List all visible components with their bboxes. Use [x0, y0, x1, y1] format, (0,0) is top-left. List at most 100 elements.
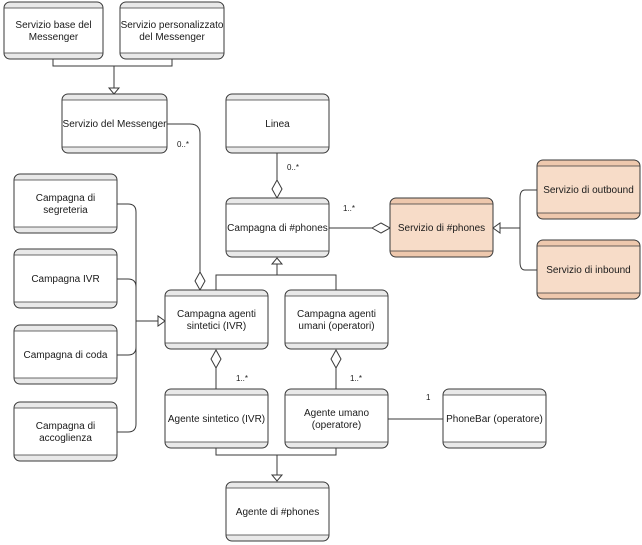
- edge-inbound-to-servizio-phones: [519, 228, 537, 271]
- node-label-line: Servizio di outbound: [543, 185, 634, 196]
- node-bottom-band: [165, 442, 268, 448]
- multiplicity-agente-umano: 1..*: [350, 374, 362, 383]
- node-border: [389, 197, 494, 258]
- node-label-line: Servizio del Messenger: [63, 119, 168, 130]
- multiplicity-linea: 0..*: [287, 163, 299, 172]
- node-label-line: Messenger: [29, 32, 79, 43]
- node-label-line: PhoneBar (operatore): [446, 414, 543, 425]
- edge-segreteria-to-gen: [117, 203, 137, 321]
- node-campagna-coda[interactable]: Campagna di coda: [13, 324, 118, 385]
- node-bottom-band: [443, 442, 546, 448]
- node-bottom-band: [226, 535, 329, 541]
- node-label-line: Servizio di #phones: [398, 223, 485, 234]
- node-bottom-band: [537, 213, 640, 219]
- node-bottom-band: [285, 343, 388, 349]
- node-campagna-phones[interactable]: Campagna di #phones: [225, 197, 330, 258]
- node-body: [62, 94, 167, 153]
- node-agente-umano[interactable]: Agente umano(operatore): [284, 388, 389, 449]
- node-servizio-inbound[interactable]: Servizio di inbound: [536, 239, 641, 300]
- node-border: [164, 289, 269, 350]
- node-top-band: [285, 290, 388, 296]
- node-label-line: Agente di #phones: [236, 507, 319, 518]
- node-border: [13, 324, 118, 385]
- node-top-band: [226, 482, 329, 488]
- node-body: [537, 160, 640, 219]
- node-label-line: Campagna di: [36, 421, 95, 432]
- node-border: [61, 93, 168, 154]
- edge-coda-to-gen: [117, 321, 137, 356]
- node-label-line: accoglienza: [39, 433, 92, 444]
- generalization-arrow-campagna-phones: [270, 257, 284, 265]
- node-servizio-outbound[interactable]: Servizio di outbound: [536, 159, 641, 220]
- node-body: [285, 290, 388, 349]
- aggregation-diamond-agente-sintetico: [210, 348, 222, 370]
- node-body: [226, 198, 329, 257]
- node-border: [284, 289, 389, 350]
- node-top-band: [226, 94, 329, 100]
- node-top-band: [537, 160, 640, 166]
- node-servizio-messenger[interactable]: Servizio del Messenger: [61, 93, 168, 154]
- node-top-band: [226, 198, 329, 204]
- node-body: [226, 482, 329, 541]
- node-top-band: [4, 2, 103, 8]
- edge-agenti-sintetici-to-gen: [215, 274, 277, 290]
- edge-personalizzato-to-messenger: [114, 59, 173, 67]
- diagram-multiplicities: 0..*0..*1..*1..*1..*1: [177, 140, 431, 402]
- node-border: [13, 401, 118, 462]
- edge-agente-sintetico-to-gen: [215, 448, 277, 456]
- node-top-band: [165, 389, 268, 395]
- node-label-line: Campagna agenti: [297, 309, 376, 320]
- node-body: [14, 325, 117, 384]
- node-linea[interactable]: Linea: [225, 93, 330, 154]
- node-top-band: [285, 389, 388, 395]
- node-body: [285, 389, 388, 448]
- node-border: [13, 173, 118, 234]
- node-servizio-phones[interactable]: Servizio di #phones: [389, 197, 494, 258]
- node-body: [4, 2, 103, 59]
- node-label-line: Campagna di #phones: [227, 223, 328, 234]
- node-border: [225, 197, 330, 258]
- multiplicity-phonebar: 1: [426, 393, 431, 402]
- node-agente-phones[interactable]: Agente di #phones: [225, 481, 330, 542]
- node-body: [14, 174, 117, 233]
- node-top-band: [443, 389, 546, 395]
- node-label-line: sintetici (IVR): [187, 321, 246, 332]
- node-bottom-band: [226, 147, 329, 153]
- node-top-band: [120, 2, 224, 8]
- node-body: [443, 389, 546, 448]
- node-top-band: [14, 174, 117, 180]
- aggregation-diamond-agenti-sintetici-messenger: [194, 270, 206, 292]
- node-label-line: (operatore): [312, 420, 361, 431]
- node-top-band: [62, 94, 167, 100]
- node-label-line: Agente umano: [304, 408, 369, 419]
- node-bottom-band: [165, 343, 268, 349]
- node-campagna-ivr[interactable]: Campagna IVR: [13, 248, 118, 309]
- aggregation-diamond-agente-umano: [330, 348, 342, 370]
- node-agente-sintetico[interactable]: Agente sintetico (IVR): [164, 388, 269, 449]
- node-bottom-band: [226, 251, 329, 257]
- node-bottom-band: [4, 53, 103, 59]
- node-label-line: umani (operatori): [298, 321, 374, 332]
- node-phonebar[interactable]: PhoneBar (operatore): [442, 388, 547, 449]
- multiplicity-agente-sintetico: 1..*: [236, 374, 248, 383]
- multiplicity-servizio-phones: 1..*: [343, 204, 355, 213]
- generalization-arrow-messenger: [107, 87, 121, 95]
- node-top-band: [165, 290, 268, 296]
- node-body: [14, 402, 117, 461]
- node-body: [165, 290, 268, 349]
- node-border: [164, 388, 269, 449]
- node-top-band: [14, 402, 117, 408]
- node-label-line: Servizio di inbound: [546, 265, 631, 276]
- edge-base-to-messenger: [52, 59, 114, 67]
- node-body: [226, 94, 329, 153]
- node-border: [536, 239, 641, 300]
- node-top-band: [537, 240, 640, 246]
- edge-messenger-to-agenti-sintetici: [167, 123, 201, 272]
